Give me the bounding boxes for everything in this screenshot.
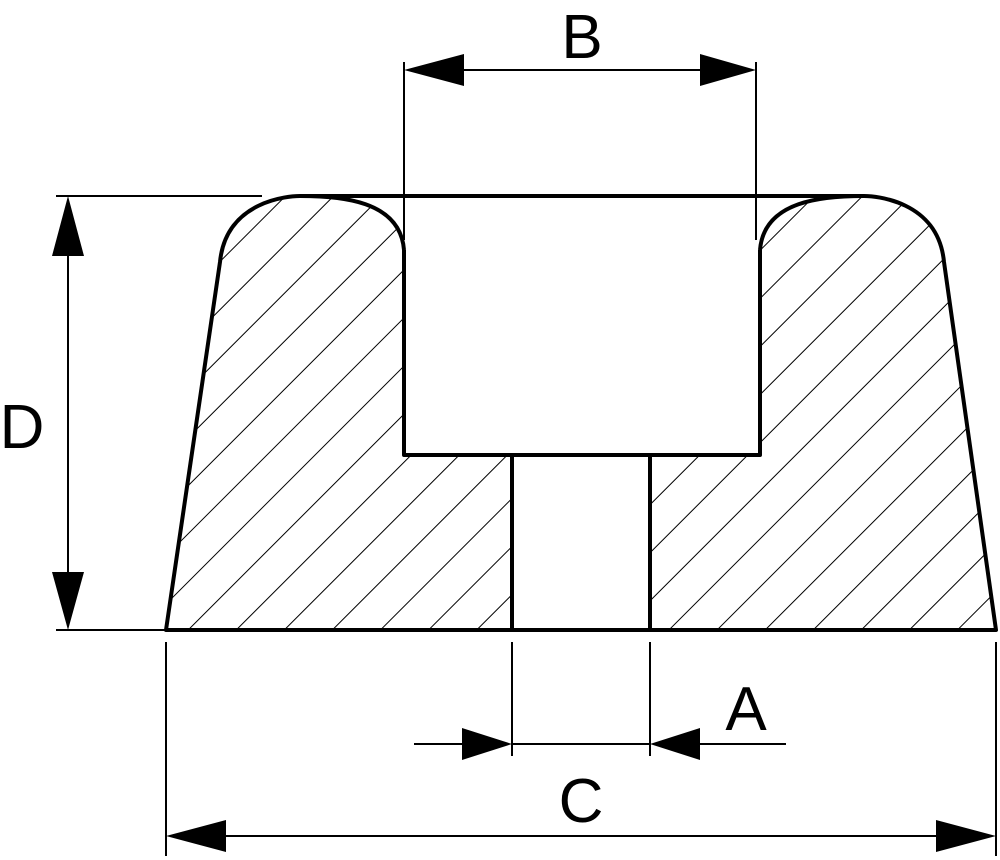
dimension-d-label: D	[0, 393, 44, 462]
dimension-d: D	[0, 195, 262, 631]
dimension-a-label: A	[725, 675, 767, 744]
dimension-c-label: C	[559, 767, 604, 836]
counterbore-left-wall	[299, 194, 406, 251]
section-hatch-left	[166, 196, 512, 630]
section-hatch-right	[650, 196, 996, 630]
part-outline	[164, 194, 998, 632]
counterbore-outline	[402, 250, 762, 457]
dimension-c: C	[414, 642, 786, 836]
dimension-b: B	[403, 3, 757, 240]
dimension-a: A	[165, 642, 997, 856]
counterbore-right-wall	[758, 194, 865, 251]
dimension-b-label: B	[561, 3, 602, 72]
